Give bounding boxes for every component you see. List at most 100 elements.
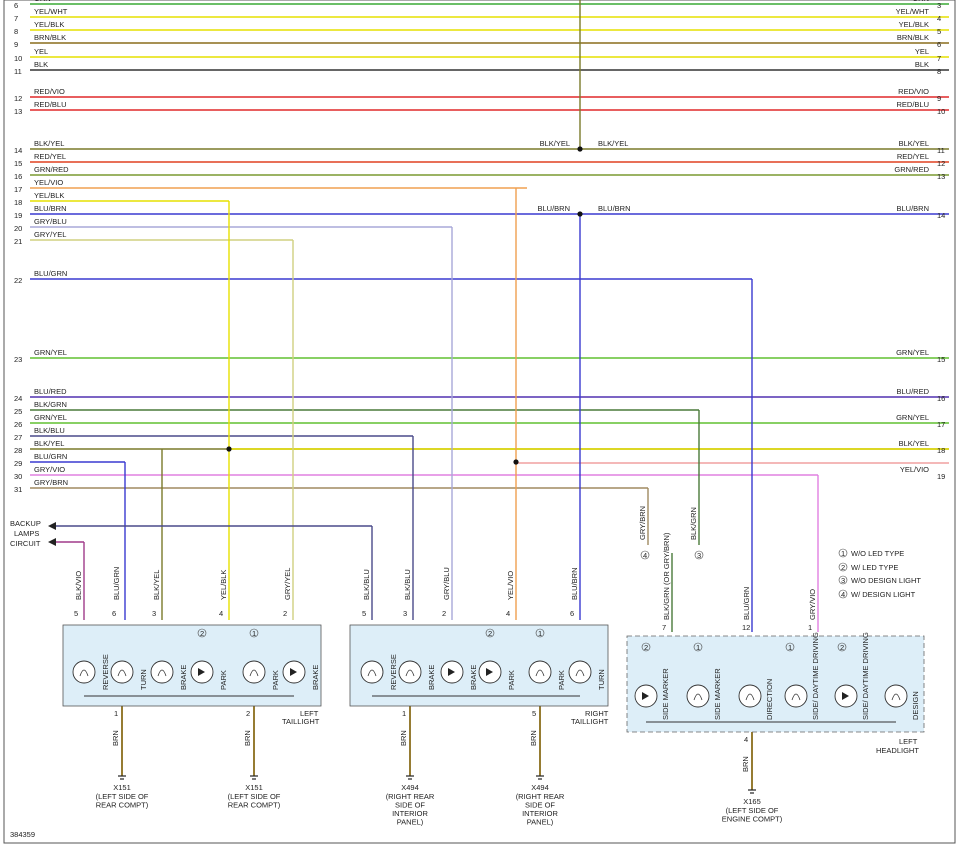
variant-mark-circle bbox=[694, 550, 704, 560]
variant-mark: 1 bbox=[538, 629, 542, 638]
variant-legend: 1 W/O LED TYPE 2 W/ LED TYPE 3 W/O DESIG… bbox=[838, 548, 921, 599]
pin-wire-label: GRY/VIO bbox=[808, 589, 817, 620]
backup-label-line-2: LAMPS bbox=[14, 529, 39, 538]
left-headlight-name-2: HEADLIGHT bbox=[876, 746, 919, 755]
wire-right-number: 8 bbox=[937, 67, 941, 76]
ground-location: PANEL) bbox=[397, 818, 424, 827]
bulb-icon bbox=[72, 660, 96, 684]
wire-right-number: 13 bbox=[937, 172, 945, 181]
wire-right-label: GRN/YEL bbox=[896, 413, 929, 422]
wire-left-number: 8 bbox=[14, 27, 18, 36]
wire-left-number: 17 bbox=[14, 185, 22, 194]
wire-right-number: 17 bbox=[937, 420, 945, 429]
bulb-label: REVERSE bbox=[389, 654, 398, 690]
wire-left-number: 9 bbox=[14, 40, 18, 49]
wire-left-label: BLU/GRN bbox=[34, 452, 67, 461]
pin-number: 2 bbox=[283, 609, 287, 618]
wire-left-label: YEL/BLK bbox=[34, 191, 64, 200]
right-taillight-name-2: TAILLIGHT bbox=[571, 717, 609, 726]
wire-left-number: 27 bbox=[14, 433, 22, 442]
ground-location: (RIGHT REAR bbox=[516, 792, 565, 801]
diagram-id: 384359 bbox=[10, 830, 35, 839]
pin-number: 2 bbox=[442, 609, 446, 618]
pin-number: 1 bbox=[808, 623, 812, 632]
wire-right-label: BLK/YEL bbox=[899, 139, 929, 148]
bulb-icon bbox=[738, 684, 762, 708]
pin-wire-label: BLK/GRN (OR GRY/BRN) bbox=[662, 532, 671, 620]
bulb-icon bbox=[110, 660, 134, 684]
wire-left-label: YEL bbox=[34, 47, 48, 56]
pin-wire-label: BLU/BRN bbox=[570, 567, 579, 600]
ground-pin-number: 1 bbox=[114, 709, 118, 718]
ground-location: SIDE OF bbox=[395, 801, 425, 810]
legend-mark-3: 3 bbox=[841, 576, 845, 585]
wire-right-number: 3 bbox=[937, 1, 941, 10]
wire-left-label: BLK/BLU bbox=[34, 426, 65, 435]
ground-code: X151 bbox=[245, 783, 263, 792]
variant-mark: 2 bbox=[488, 629, 492, 638]
bulb-icon bbox=[784, 684, 808, 708]
wire-left-number: 29 bbox=[14, 459, 22, 468]
pin-number: 12 bbox=[742, 623, 750, 632]
ground-location: (LEFT SIDE OF bbox=[228, 792, 281, 801]
pin-wire-label: GRY/BLU bbox=[442, 567, 451, 600]
filament-icon bbox=[157, 669, 167, 677]
diode-icon bbox=[842, 692, 849, 700]
wire-left-number: 30 bbox=[14, 472, 22, 481]
wire-left-label: YEL/BLK bbox=[34, 20, 64, 29]
arrow-left-icon bbox=[48, 522, 56, 530]
filament-icon bbox=[535, 669, 545, 677]
wire-right-number: 16 bbox=[937, 394, 945, 403]
wire-row: 29 BLU/GRN bbox=[14, 452, 125, 468]
ground-code: X165 bbox=[743, 797, 761, 806]
bulb-label: BRAKE bbox=[469, 665, 478, 690]
wire-left-label: YEL/WHT bbox=[34, 7, 68, 16]
legend-mark-2: 2 bbox=[841, 563, 845, 572]
wire-right-label: GRN bbox=[912, 0, 929, 3]
left-taillight-name: LEFT bbox=[300, 709, 319, 718]
left-taillight-name-2: TAILLIGHT bbox=[282, 717, 320, 726]
vertical-wires bbox=[56, 0, 819, 790]
wire-rows: 6GRN3GRN7YEL/WHT4YEL/WHT8YEL/BLK5YEL/BLK… bbox=[14, 0, 949, 494]
variant-mark: 2 bbox=[200, 629, 204, 638]
ground-code: X151 bbox=[113, 783, 131, 792]
diode-icon bbox=[486, 668, 493, 676]
pin-number: 3 bbox=[403, 609, 407, 618]
wire-left-label: GRY/BRN bbox=[34, 478, 68, 487]
variant-mark: 1 bbox=[788, 643, 792, 652]
filament-icon bbox=[745, 693, 755, 701]
wire-left-label: GRN/YEL bbox=[34, 348, 67, 357]
wire-left-label: GRN bbox=[34, 0, 51, 3]
bulb-icon bbox=[884, 684, 908, 708]
variant-mark: 4 bbox=[643, 551, 647, 560]
wire-left-number: 11 bbox=[14, 67, 22, 76]
pin-number: 3 bbox=[152, 609, 156, 618]
wire-left-label: RED/VIO bbox=[34, 87, 65, 96]
pin-wire-label: BLK/YEL bbox=[152, 570, 161, 600]
left-taillight-box bbox=[62, 624, 322, 707]
pin-wire-label: BLK/VIO bbox=[74, 571, 83, 600]
variant-mark: 3 bbox=[697, 551, 701, 560]
ground-location: (LEFT SIDE OF bbox=[726, 806, 779, 815]
wire-right-label: RED/YEL bbox=[897, 152, 929, 161]
right-taillight-name: RIGHT bbox=[585, 709, 609, 718]
wire-left-number: 21 bbox=[14, 237, 22, 246]
wire-right-number: 12 bbox=[937, 159, 945, 168]
variant-mark-circle bbox=[837, 642, 847, 652]
pin-wire-label: YEL/BLK bbox=[219, 570, 228, 600]
variant-mark: 1 bbox=[696, 643, 700, 652]
ground-location: ENGINE COMPT) bbox=[722, 815, 783, 824]
wire-left-label: BLK/GRN bbox=[34, 400, 67, 409]
bulb-icon bbox=[568, 660, 592, 684]
ground-wire-label: BRN bbox=[399, 730, 408, 746]
legend-text-4: W/ DESIGN LIGHT bbox=[851, 590, 916, 599]
wire-right-number: 18 bbox=[937, 446, 945, 455]
filament-icon bbox=[693, 693, 703, 701]
diagram-frame bbox=[3, 0, 956, 844]
